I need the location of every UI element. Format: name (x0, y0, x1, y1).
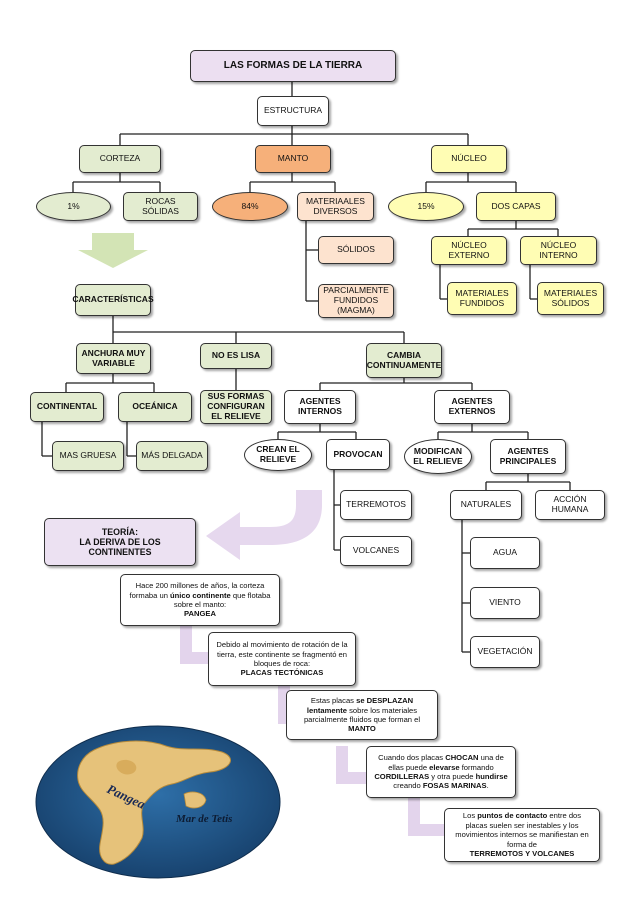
corteza-pct: 1% (36, 192, 111, 221)
note5-b: puntos de contacto (477, 811, 548, 821)
teoria-line2: LA DERIVA DE LOS CONTINENTES (79, 536, 161, 558)
sus-formas-node: SUS FORMAS CONFIGURAN EL RELIEVE (200, 390, 272, 424)
dos-capas-node: DOS CAPAS (476, 192, 556, 221)
note-desplazan: Estas placas se DESPLAZAN lentamente sob… (286, 690, 438, 740)
agentes-externos-node: AGENTES EXTERNOS (434, 390, 510, 424)
materiales-fundidos-node: MATERIALES FUNDIDOS (447, 282, 517, 315)
accion-humana-node: ACCIÓN HUMANA (535, 490, 605, 520)
nucleo-pct: 15% (388, 192, 464, 221)
note1-text2: que flotaba sobre el manto: (173, 590, 271, 609)
note4-i: creando (393, 781, 423, 791)
oceanica-node: OCEÁNICA (118, 392, 192, 422)
note4-e: formando (459, 762, 494, 772)
note4-h: hundirse (475, 772, 508, 781)
note4-a: Cuando dos placas (378, 753, 446, 763)
note5-a: Los (462, 811, 478, 821)
continental-node: CONTINENTAL (30, 392, 104, 422)
materiales-solidos-node: MATERIALES SÓLIDOS (537, 282, 604, 315)
estructura-node: ESTRUCTURA (257, 96, 329, 126)
note1-pangea: PANGEA (184, 609, 216, 619)
note3-manto: MANTO (348, 724, 376, 734)
teoria-box: TEORÍA: LA DERIVA DE LOS CONTINENTES (44, 518, 196, 566)
no-lisa-node: NO ES LISA (200, 343, 272, 369)
agua-node: AGUA (470, 537, 540, 569)
map-label-tetis: Mar de Tetis (175, 813, 232, 825)
note2-bold: PLACAS TECTÓNICAS (240, 668, 324, 678)
note4-c: una de ellas puede (388, 753, 504, 772)
teoria-line1: TEORÍA: (101, 526, 139, 537)
volcanes-node: VOLCANES (340, 536, 412, 566)
note1-text: Hace 200 millones de años, la corteza fo… (129, 581, 265, 600)
agentes-principales-node: AGENTES PRINCIPALES (490, 439, 566, 474)
note5-c: entre dos placas suelen ser inestables y… (455, 811, 589, 849)
viento-node: VIENTO (470, 587, 540, 619)
crean-relieve-node: CREAN EL RELIEVE (244, 439, 312, 471)
note-placas: Debido al movimiento de rotación de la t… (208, 632, 356, 686)
manto-node: MANTO (255, 145, 331, 173)
note4-g: y otra puede (429, 772, 476, 781)
note3-bold: se DESPLAZAN lentamente (306, 696, 414, 715)
vegetacion-node: VEGETACIÓN (470, 636, 540, 668)
manto-pct: 84% (212, 192, 288, 221)
mas-delgada-node: MÁS DELGADA (136, 441, 208, 471)
nucleo-externo-node: NÚCLEO EXTERNO (431, 236, 507, 265)
nucleo-node: NÚCLEO (431, 145, 507, 173)
terremotos-node: TERREMOTOS (340, 490, 412, 520)
down-arrow-icon (78, 233, 148, 268)
note2-text: Debido al movimiento de rotación de la t… (216, 640, 348, 668)
note4-f: CORDILLERAS (374, 772, 430, 781)
pangea-map: Pangea Mar de Tetis (35, 725, 281, 879)
note3-text2: sobre los materiales parcialmente fluido… (303, 705, 421, 724)
note3-text: Estas placas (310, 696, 357, 706)
note-pangea: Hace 200 millones de años, la corteza fo… (120, 574, 280, 626)
naturales-node: NATURALES (450, 490, 522, 520)
note5-bold: TERREMOTOS Y VOLCANES (469, 849, 575, 859)
rocas-solidas-node: ROCAS SÓLIDAS (123, 192, 198, 221)
note1-bold: único continente (170, 590, 231, 600)
mas-gruesa-node: MAS GRUESA (52, 441, 124, 471)
note4-d: elevarse (429, 762, 460, 772)
note-chocan: Cuando dos placas CHOCAN una de ellas pu… (366, 746, 516, 798)
solidos-node: SÓLIDOS (318, 236, 394, 264)
page-title: LAS FORMAS DE LA TIERRA (190, 50, 396, 82)
caracteristicas-node: CARACTERÍSTICAS (72, 284, 154, 316)
parcialmente-fundidos-node: PARCIALMENTE FUNDIDOS (MAGMA) (318, 284, 394, 318)
corteza-node: CORTEZA (79, 145, 161, 173)
note4-k: . (486, 781, 489, 791)
note-contacto: Los puntos de contacto entre dos placas … (444, 808, 600, 862)
cambia-node: CAMBIA CONTINUAMENTE (366, 343, 442, 378)
provocan-node: PROVOCAN (326, 439, 390, 470)
nucleo-interno-node: NÚCLEO INTERNO (520, 236, 597, 265)
curved-arrow-icon (206, 490, 322, 560)
note4-b: CHOCAN (445, 753, 479, 763)
note4-j: FOSAS MARINAS (422, 781, 487, 791)
modifican-relieve-node: MODIFICAN EL RELIEVE (404, 439, 472, 474)
materiales-diversos-node: MATERIAALES DIVERSOS (297, 192, 374, 221)
anchura-node: ANCHURA MUY VARIABLE (76, 343, 151, 374)
agentes-internos-node: AGENTES INTERNOS (284, 390, 356, 424)
